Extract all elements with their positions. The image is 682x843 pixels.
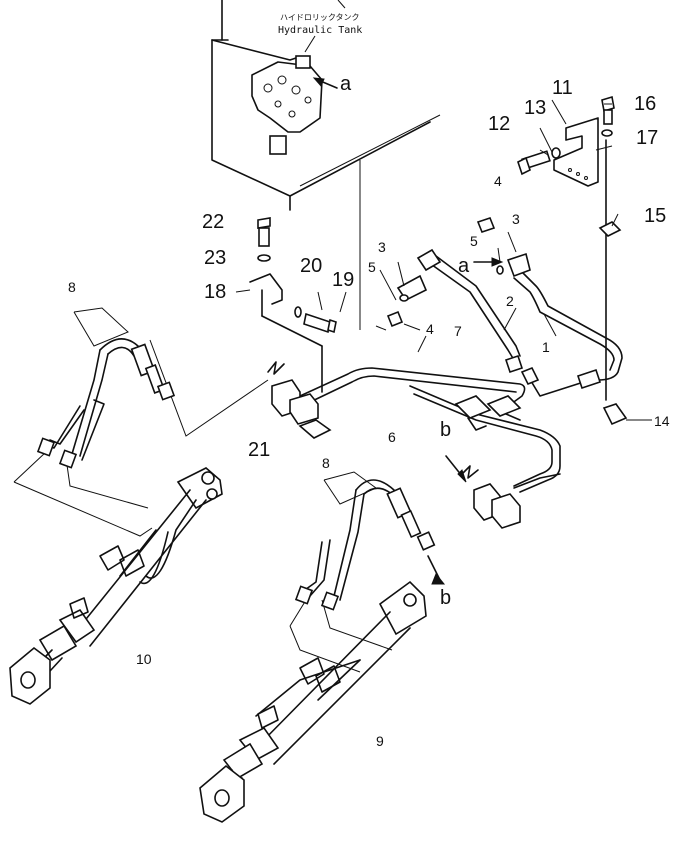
callout-4-lower: 4 [426, 321, 434, 337]
callout-3-right: 3 [512, 211, 520, 227]
callout-17: 17 [636, 127, 659, 149]
left-manifold [267, 361, 332, 439]
callout-16: 16 [634, 93, 657, 115]
callout-10: 10 [136, 651, 152, 667]
clamp-assembly [235, 217, 337, 393]
callout-20: 20 [300, 255, 323, 277]
callout-5-right: 5 [470, 233, 478, 249]
right-manifold [461, 465, 561, 529]
pipe-lines [299, 255, 623, 493]
tank-label-japanese: ハイドロリックタンク [280, 13, 360, 22]
callout-3-left: 3 [378, 239, 386, 255]
callout-9: 9 [376, 733, 384, 749]
callout-14: 14 [654, 413, 670, 429]
callout-18: 18 [204, 281, 227, 303]
hydraulic-tank [211, 0, 441, 330]
callout-21: 21 [248, 439, 271, 461]
callout-19: 19 [332, 269, 355, 291]
tank-valve-block [251, 55, 323, 155]
callout-2: 2 [506, 293, 514, 309]
elbow-fitting-right [476, 217, 531, 278]
cylinder-10 [9, 467, 223, 705]
guide-lines [13, 307, 393, 673]
letter-a-center: a [458, 255, 470, 277]
callout-11: 11 [552, 77, 573, 99]
hose-set-upper [36, 338, 176, 469]
callout-22: 22 [202, 211, 225, 233]
letter-b-right: b [440, 587, 452, 609]
letter-b-center: b [440, 419, 452, 441]
callout-1: 1 [542, 339, 550, 355]
letter-a-tank: a [340, 73, 352, 95]
bracket-assembly [517, 95, 628, 426]
hose-set-lower [294, 479, 446, 611]
callout-7: 7 [454, 323, 462, 339]
callout-4-upper: 4 [494, 173, 502, 189]
callout-6: 6 [388, 429, 396, 445]
elbow-fitting-left [386, 248, 442, 328]
tee-fitting [454, 395, 522, 431]
callout-8-upper: 8 [68, 279, 76, 295]
callout-23: 23 [204, 247, 227, 269]
callout-15: 15 [644, 205, 667, 227]
connection-arrows [317, 99, 652, 483]
cylinder-9 [199, 580, 427, 823]
callout-8-lower: 8 [322, 455, 330, 471]
callout-5-left: 5 [368, 259, 376, 275]
tank-label-english: Hydraulic Tank [278, 25, 363, 36]
callout-12: 12 [488, 113, 511, 135]
callout-13: 13 [524, 97, 547, 119]
